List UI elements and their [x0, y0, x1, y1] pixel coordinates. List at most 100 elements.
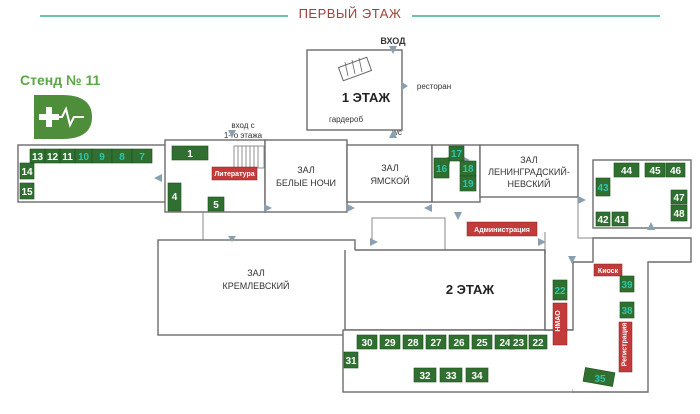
hall-len-label-3: НЕВСКИЙ: [508, 178, 551, 189]
hall-white-nights: [264, 139, 348, 213]
booth-19[interactable]: 22: [552, 279, 568, 301]
booth-6[interactable]: 7: [131, 148, 153, 164]
booth-23[interactable]: 23: [509, 334, 528, 350]
entrance-stairs-icon: [337, 56, 373, 82]
booth-44[interactable]: 44: [613, 162, 640, 178]
booth-30[interactable]: 30: [356, 334, 378, 350]
stand-label: Стенд № 11: [20, 72, 101, 88]
svg-text:44: 44: [621, 166, 633, 177]
svg-text:26: 26: [453, 338, 465, 349]
booth-16[interactable]: 17: [448, 145, 465, 162]
kiosk[interactable]: Киоск: [593, 263, 623, 277]
svg-text:НМАО: НМАО: [555, 310, 562, 332]
svg-text:29: 29: [384, 338, 396, 349]
literature-desk[interactable]: Литература: [211, 166, 258, 181]
hall-yamskoy-label-1: ЗАЛ: [381, 163, 399, 173]
booth-8[interactable]: 9: [91, 148, 113, 164]
booth-4[interactable]: 4: [167, 182, 182, 212]
svg-text:31: 31: [345, 356, 357, 367]
svg-text:39: 39: [621, 280, 633, 291]
booth-46[interactable]: 46: [665, 162, 686, 178]
svg-text:27: 27: [430, 338, 442, 349]
hall-white-nights-label-1: ЗАЛ: [297, 165, 315, 175]
corridor-outline-3: [577, 197, 593, 239]
svg-text:38: 38: [621, 306, 633, 317]
booth-42[interactable]: 42: [595, 211, 611, 227]
svg-text:46: 46: [670, 166, 682, 177]
booth-5[interactable]: 5: [207, 196, 225, 212]
svg-text:32: 32: [419, 371, 431, 382]
hall-kremlevsky: [157, 239, 356, 336]
booth-22[interactable]: 22: [528, 334, 548, 350]
svg-text:1: 1: [187, 149, 193, 160]
booth-10[interactable]: 11: [59, 148, 76, 164]
booth-7[interactable]: 8: [111, 148, 133, 164]
svg-text:18: 18: [462, 164, 474, 175]
svg-text:35: 35: [594, 374, 606, 385]
booth-18[interactable]: 19: [459, 175, 477, 192]
booth-17[interactable]: 18: [459, 160, 477, 177]
svg-text:42: 42: [597, 215, 609, 226]
hall-leningradsky: [479, 144, 579, 198]
hall-yamskoy: [346, 144, 433, 203]
booth-38[interactable]: 38: [619, 301, 635, 319]
svg-text:7: 7: [139, 152, 145, 163]
svg-text:30: 30: [361, 338, 373, 349]
hall-len-label-1: ЗАЛ: [520, 155, 538, 165]
booth-14[interactable]: 15: [19, 182, 35, 200]
hall-white-nights-label-2: БЕЛЫЕ НОЧИ: [276, 178, 336, 188]
booth-11[interactable]: 12: [44, 148, 61, 164]
administration-desk[interactable]: Администрация: [466, 221, 538, 237]
booth-12[interactable]: 13: [29, 148, 46, 164]
svg-text:22: 22: [554, 286, 566, 297]
hall-yamskoy-label-2: ЯМСКОЙ: [370, 175, 409, 186]
entrance-from-1-label-2: 1-го этажа: [224, 131, 263, 140]
booth-33[interactable]: 33: [439, 367, 463, 383]
booth-9[interactable]: 10: [74, 148, 93, 164]
booth-47[interactable]: 47: [670, 189, 688, 205]
booth-13[interactable]: 14: [19, 162, 35, 180]
booth-43[interactable]: 43: [595, 177, 611, 197]
svg-text:10: 10: [78, 152, 90, 163]
svg-text:41: 41: [614, 215, 626, 226]
booth-35[interactable]: 35: [582, 367, 616, 387]
booth-48[interactable]: 48: [670, 204, 688, 222]
booth-25[interactable]: 25: [471, 334, 493, 350]
entrance-block: [306, 49, 403, 131]
svg-text:34: 34: [471, 371, 483, 382]
restaurant-label: ресторан: [417, 82, 451, 91]
svg-text:Киоск: Киоск: [598, 268, 619, 275]
svg-text:13: 13: [32, 152, 44, 163]
registration-desk[interactable]: Регистрация: [618, 321, 633, 373]
svg-text:14: 14: [21, 167, 33, 178]
svg-text:9: 9: [99, 152, 105, 163]
booth-15[interactable]: 16: [433, 157, 450, 179]
svg-text:23: 23: [513, 338, 525, 349]
header-rule-right: [412, 15, 660, 17]
booth-29[interactable]: 29: [379, 334, 401, 350]
booth-1[interactable]: 1: [171, 145, 209, 161]
booth-34[interactable]: 34: [465, 367, 489, 383]
entrance-from-1-label-1: вход с: [231, 121, 254, 130]
svg-text:19: 19: [462, 179, 474, 190]
svg-text:43: 43: [597, 183, 609, 194]
svg-text:5: 5: [213, 200, 219, 211]
floor1-label: 1 ЭТАЖ: [342, 90, 391, 105]
booth-39[interactable]: 39: [619, 275, 635, 293]
svg-text:22: 22: [532, 338, 544, 349]
hall-kreml-label-1: ЗАЛ: [247, 268, 265, 278]
svg-text:Администрация: Администрация: [474, 227, 530, 234]
booth-26[interactable]: 26: [448, 334, 470, 350]
booth-45[interactable]: 45: [644, 162, 666, 178]
booth-27[interactable]: 27: [425, 334, 447, 350]
nmao-desk[interactable]: НМАО: [552, 302, 568, 346]
cloakroom-label: гардероб: [329, 115, 363, 124]
booth-32[interactable]: 32: [413, 367, 437, 383]
hall-len-label-2: ЛЕНИНГРАДСКИЙ-: [488, 166, 570, 177]
booth-28[interactable]: 28: [402, 334, 424, 350]
svg-text:Литература: Литература: [214, 171, 254, 178]
booth-31[interactable]: 31: [343, 351, 359, 369]
svg-text:45: 45: [649, 166, 661, 177]
booth-41[interactable]: 41: [611, 211, 629, 227]
